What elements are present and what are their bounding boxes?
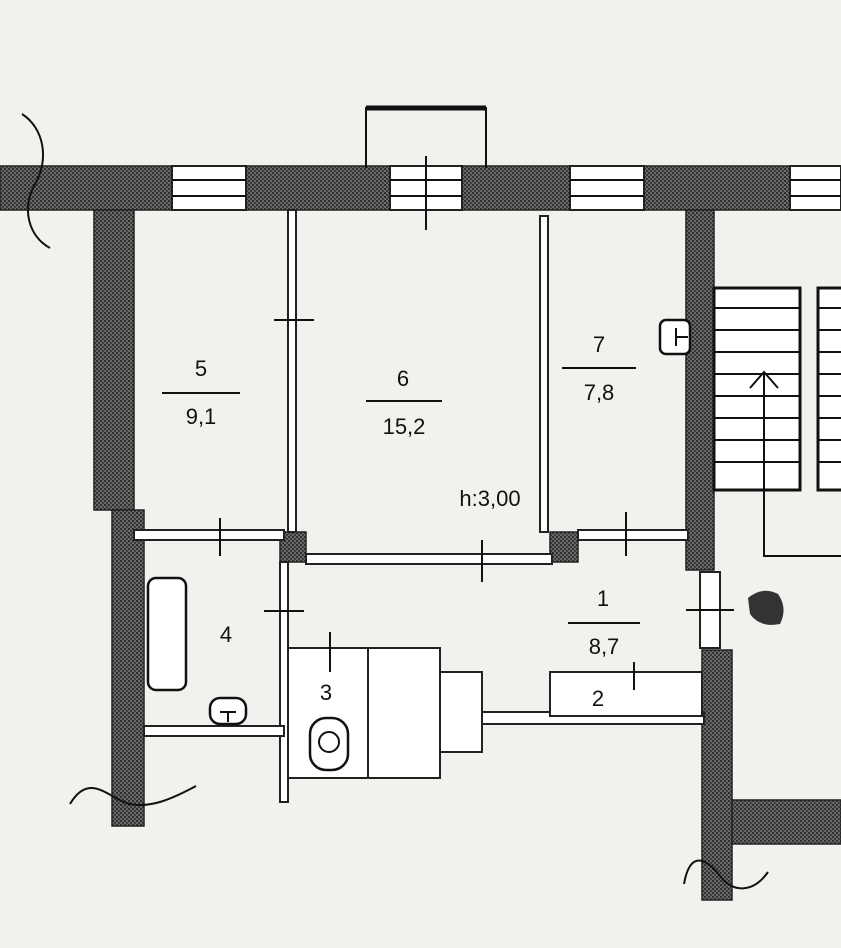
room-1-number: 1 bbox=[597, 586, 609, 611]
break-mark-top-left bbox=[21, 113, 51, 249]
window-room-7 bbox=[569, 165, 645, 211]
sink-bathroom bbox=[208, 696, 248, 726]
stairwell-wall-lower bbox=[701, 649, 733, 901]
stairwell-wall bbox=[685, 209, 715, 571]
window-room-6 bbox=[389, 156, 463, 230]
window-stairwell bbox=[789, 165, 841, 211]
column-right bbox=[549, 531, 579, 563]
closet-2 bbox=[549, 662, 703, 717]
room-2-number: 2 bbox=[592, 686, 604, 711]
room-4-number: 4 bbox=[220, 622, 232, 647]
stairs-direction-arrow-icon bbox=[749, 370, 841, 557]
toilet-fixture bbox=[308, 716, 350, 772]
partition-7-hall bbox=[577, 512, 689, 556]
kitchen-sink bbox=[658, 318, 692, 356]
partition-bathroom-bottom bbox=[143, 725, 285, 737]
partition-6-7 bbox=[539, 215, 549, 533]
shaft-box bbox=[367, 647, 441, 779]
bathtub bbox=[146, 576, 188, 692]
balcony bbox=[365, 105, 487, 168]
partition-5-4 bbox=[133, 518, 285, 556]
exterior-wall-left-lower bbox=[111, 509, 145, 827]
break-mark-bottom-left bbox=[69, 785, 197, 806]
vent-box bbox=[439, 671, 483, 753]
entrance-door bbox=[686, 571, 734, 649]
room-1-area: 8,7 bbox=[589, 634, 620, 659]
room-5-area: 9,1 bbox=[186, 404, 217, 429]
stairs-flight-right bbox=[816, 286, 841, 492]
room-7-area: 7,8 bbox=[584, 380, 615, 405]
door-handle-mark bbox=[748, 590, 784, 625]
ceiling-height: h:3,00 bbox=[459, 486, 520, 511]
partition-5-6 bbox=[274, 209, 314, 533]
stairwell-floor-wall bbox=[731, 799, 841, 845]
partition-6-hall bbox=[305, 540, 553, 582]
room-5-number: 5 bbox=[195, 356, 207, 381]
room-6-number: 6 bbox=[397, 366, 409, 391]
exterior-wall-left bbox=[93, 209, 135, 511]
room-7-number: 7 bbox=[593, 332, 605, 357]
break-mark-bottom-right bbox=[683, 859, 769, 890]
stairs-flight-left bbox=[712, 286, 802, 492]
window-room-5 bbox=[171, 165, 247, 211]
room-3-number: 3 bbox=[320, 680, 332, 705]
room-6-area: 15,2 bbox=[383, 414, 426, 439]
